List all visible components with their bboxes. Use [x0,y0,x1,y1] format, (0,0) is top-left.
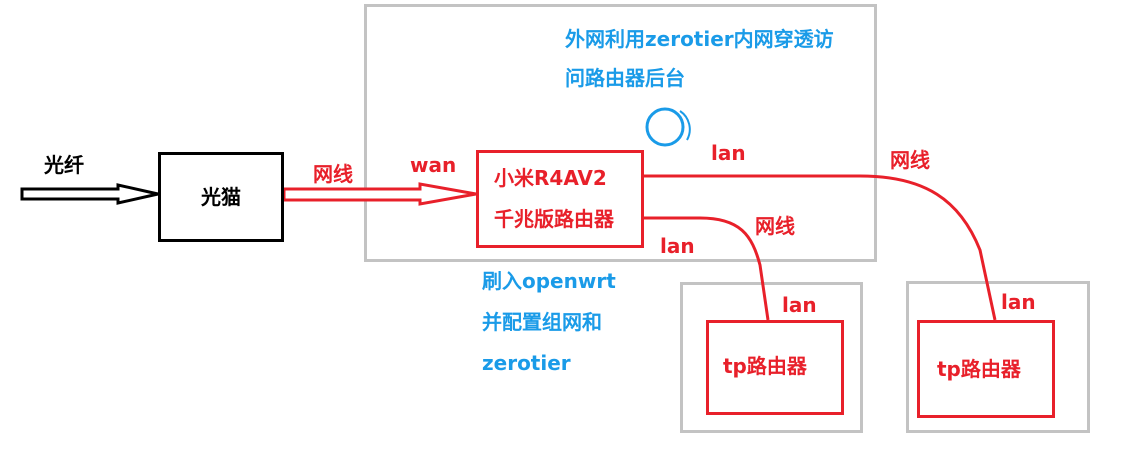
fiber-label: 光纤 [44,153,84,177]
tp-router-1-box [706,320,844,415]
tp-router-2-label: tp路由器 [937,357,1021,381]
zerotier-note-line1: 外网利用zerotier内网穿透访 [565,27,834,51]
wan-label: wan [410,153,457,177]
router-desc: 千兆版路由器 [494,207,614,231]
cable-arrow-modem-to-router [282,182,477,206]
lan-label-tp1: lan [782,293,817,317]
tp-router-1-label: tp路由器 [723,354,807,378]
lan-label-top: lan [711,141,746,165]
tp-router-1-group-box [680,282,863,433]
flash-note-line1: 刷入openwrt [482,269,616,293]
flash-note-line2: 并配置组网和 [482,310,602,334]
zerotier-group-box [364,4,877,262]
router-box [476,150,644,248]
tp-router-2-group-box [906,281,1090,433]
router-name: 小米R4AV2 [494,166,607,190]
modem-label: 光猫 [201,185,241,209]
lan-label-mid: lan [660,234,695,258]
flash-note-line3: zerotier [482,351,571,375]
fiber-arrow [20,183,159,205]
cable-label-1: 网线 [313,162,353,186]
zerotier-icon [645,107,691,147]
cable-label-3: 网线 [755,214,795,238]
lan-label-tp2: lan [1001,290,1036,314]
cable-label-2: 网线 [890,148,930,172]
cable-router-to-tp1 [640,216,770,321]
zerotier-note-line2: 问路由器后台 [565,66,685,90]
modem-box: 光猫 [158,152,284,242]
tp-router-2-box [917,320,1055,418]
cable-router-to-tp2 [640,174,997,321]
